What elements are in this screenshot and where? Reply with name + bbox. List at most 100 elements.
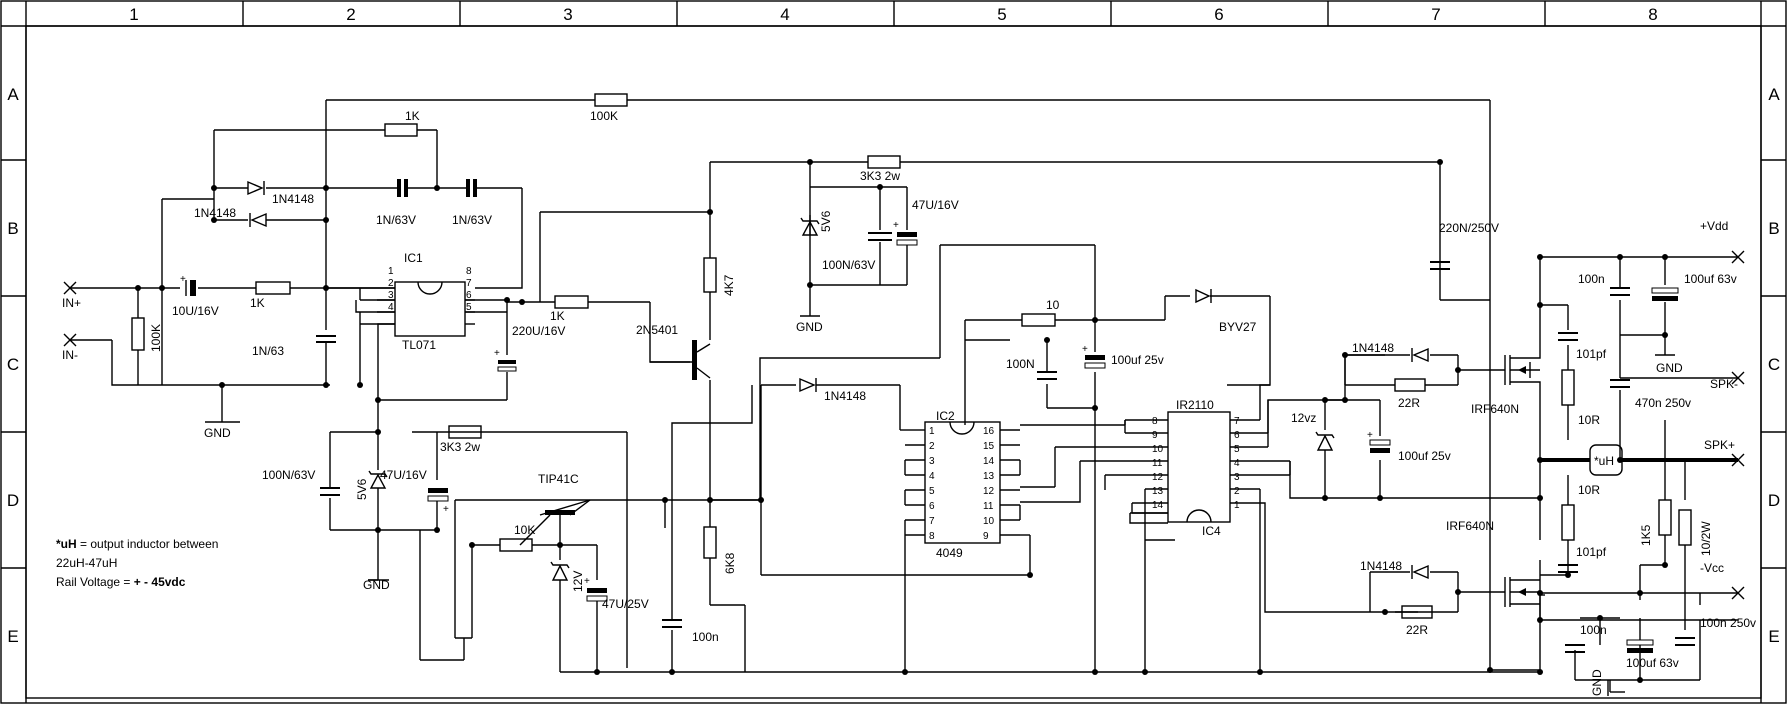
junction-dot	[1437, 159, 1443, 165]
capacitor-1n63v-a: 1N/63V	[376, 179, 416, 227]
junction-dot	[1377, 495, 1383, 501]
ic2-4049: IC2 4049	[924, 409, 1001, 560]
note-rail: Rail Voltage = + - 45vdc	[56, 575, 186, 589]
wires	[70, 99, 1738, 693]
junction-dot	[1257, 669, 1263, 675]
ic4-pin-6: 6	[1234, 430, 1240, 441]
resistor-1k-top-label: 1K	[405, 109, 420, 123]
ic2-pin-8: 8	[929, 531, 935, 542]
junction-dot	[1597, 615, 1603, 621]
mosfet-irf640n-lo-label: IRF640N	[1446, 519, 1494, 533]
junction-dot	[1382, 609, 1388, 615]
ground-vdd: GND	[1655, 354, 1683, 375]
ic4-pin-13: 13	[1152, 486, 1164, 497]
note-rail-label: Rail Voltage =	[56, 575, 134, 589]
resistor-100k-feedback: 100K	[590, 93, 628, 123]
port-spk-minus: SPK-	[1710, 371, 1745, 391]
diode-1n4148-mid-label: 1N4148	[824, 389, 866, 403]
row-b-left: B	[7, 219, 18, 238]
svg-text:+: +	[1367, 430, 1373, 441]
capacitor-220n: 220N/250V	[1430, 221, 1499, 270]
ic2-name: IC2	[936, 409, 955, 423]
junction-dot	[557, 542, 563, 548]
junction-dot	[902, 669, 908, 675]
transistor-2n5401: 2N5401	[636, 323, 711, 380]
resistor-10k-label: 10K	[514, 523, 535, 537]
capacitor-1n63: 1N/63	[252, 335, 336, 358]
ic1-pin-4: 4	[388, 302, 394, 313]
junction-dot	[669, 669, 675, 675]
capacitor-100n-top: 100N/63V	[822, 232, 892, 272]
junction-dot	[135, 285, 141, 291]
resistor-1k-top: 1K	[384, 109, 420, 137]
column-2: 2	[346, 5, 355, 24]
junction-dot	[1142, 669, 1148, 675]
diode-1n4148-b-label: 1N4148	[194, 206, 236, 220]
capacitor-1n63v-a-label: 1N/63V	[376, 213, 416, 227]
diode-1n4148-b: 1N4148	[194, 206, 267, 228]
capacitor-100uf-63v-b-label: 100uf 63v	[1626, 656, 1679, 670]
junction-dot	[1537, 302, 1543, 308]
capacitor-101pf-hi-label: 101pf	[1576, 347, 1607, 361]
capacitor-100n-mid: 100n	[662, 619, 719, 644]
ic2-part: 4049	[936, 546, 963, 560]
junction-dot	[1565, 572, 1571, 578]
resistor-22r-lo-label: 22R	[1406, 623, 1428, 637]
capacitor-100n-ic: 100N	[1006, 357, 1057, 380]
capacitor-1n63v-b-label: 1N/63V	[452, 213, 492, 227]
resistor-input-shunt-label: 100K	[149, 324, 163, 352]
ic4-pin-7: 7	[1234, 416, 1240, 427]
capacitor-100n-vcc: 100n	[1565, 623, 1607, 653]
junction-dot	[1537, 254, 1543, 260]
resistor-10-label: 10	[1046, 298, 1060, 312]
diode-1n4148-a: 1N4148	[247, 180, 314, 206]
port-vcc: -Vcc	[1700, 561, 1745, 600]
ic4-pin-5: 5	[1234, 444, 1240, 455]
diode-1n4148-a-label: 1N4148	[272, 192, 314, 206]
note-inductor: *uH = output inductor between	[56, 537, 218, 551]
capacitor-100n-ic-label: 100N	[1006, 357, 1035, 371]
resistor-1k5: 1K5	[1639, 499, 1672, 546]
zener-5v6-left-label: 5V6	[355, 478, 369, 500]
junction-dot	[807, 282, 813, 288]
ic2-pin-16: 16	[983, 426, 995, 437]
capacitor-1n63-label: 1N/63	[252, 344, 284, 358]
ic2-pin-5: 5	[929, 486, 935, 497]
notes: *uH = output inductor between 22uH-47uH …	[56, 537, 218, 589]
resistor-3k3-top-label: 3K3 2w	[860, 169, 900, 183]
capacitor-100uf-25v: + 100uf 25v	[1082, 344, 1164, 369]
transistor-tip41c: TIP41C	[519, 472, 591, 546]
resistor-10: 10	[1021, 298, 1060, 327]
junction-dot	[323, 217, 329, 223]
column-7: 7	[1431, 5, 1440, 24]
column-6: 6	[1214, 5, 1223, 24]
note-uh-key: *uH	[56, 537, 77, 551]
ground-left: GND	[363, 578, 390, 592]
junction-dot	[1662, 332, 1668, 338]
junction-dot	[1662, 254, 1668, 260]
junction-dot	[323, 285, 329, 291]
junction-dot	[1637, 677, 1643, 683]
resistor-6k8: 6K8	[703, 526, 737, 574]
mosfet-irf640n-hi-label: IRF640N	[1471, 402, 1519, 416]
capacitor-220u-label: 220U/16V	[512, 324, 565, 338]
column-5: 5	[997, 5, 1006, 24]
resistor-input-shunt: 100K	[131, 317, 163, 352]
mosfet-irf640n-lo: IRF640N	[1446, 519, 1540, 607]
ic4-pin-1: 1	[1234, 500, 1240, 511]
capacitor-470n-label: 470n 250v	[1635, 396, 1691, 410]
junction-dot	[211, 185, 217, 191]
ground-input-label: GND	[204, 426, 231, 440]
column-3: 3	[563, 5, 572, 24]
resistor-10k: 10K	[499, 523, 535, 552]
junction-dot	[357, 382, 363, 388]
ic1-pin-5: 5	[466, 302, 472, 313]
ic2-pin-13: 13	[983, 471, 995, 482]
capacitor-100uf-63v: 100uf 63v	[1651, 272, 1737, 301]
ic2-pin-10: 10	[983, 516, 995, 527]
junction-dot	[434, 527, 440, 533]
junction-dot	[211, 217, 217, 223]
ic1-pin-6: 6	[466, 290, 472, 301]
